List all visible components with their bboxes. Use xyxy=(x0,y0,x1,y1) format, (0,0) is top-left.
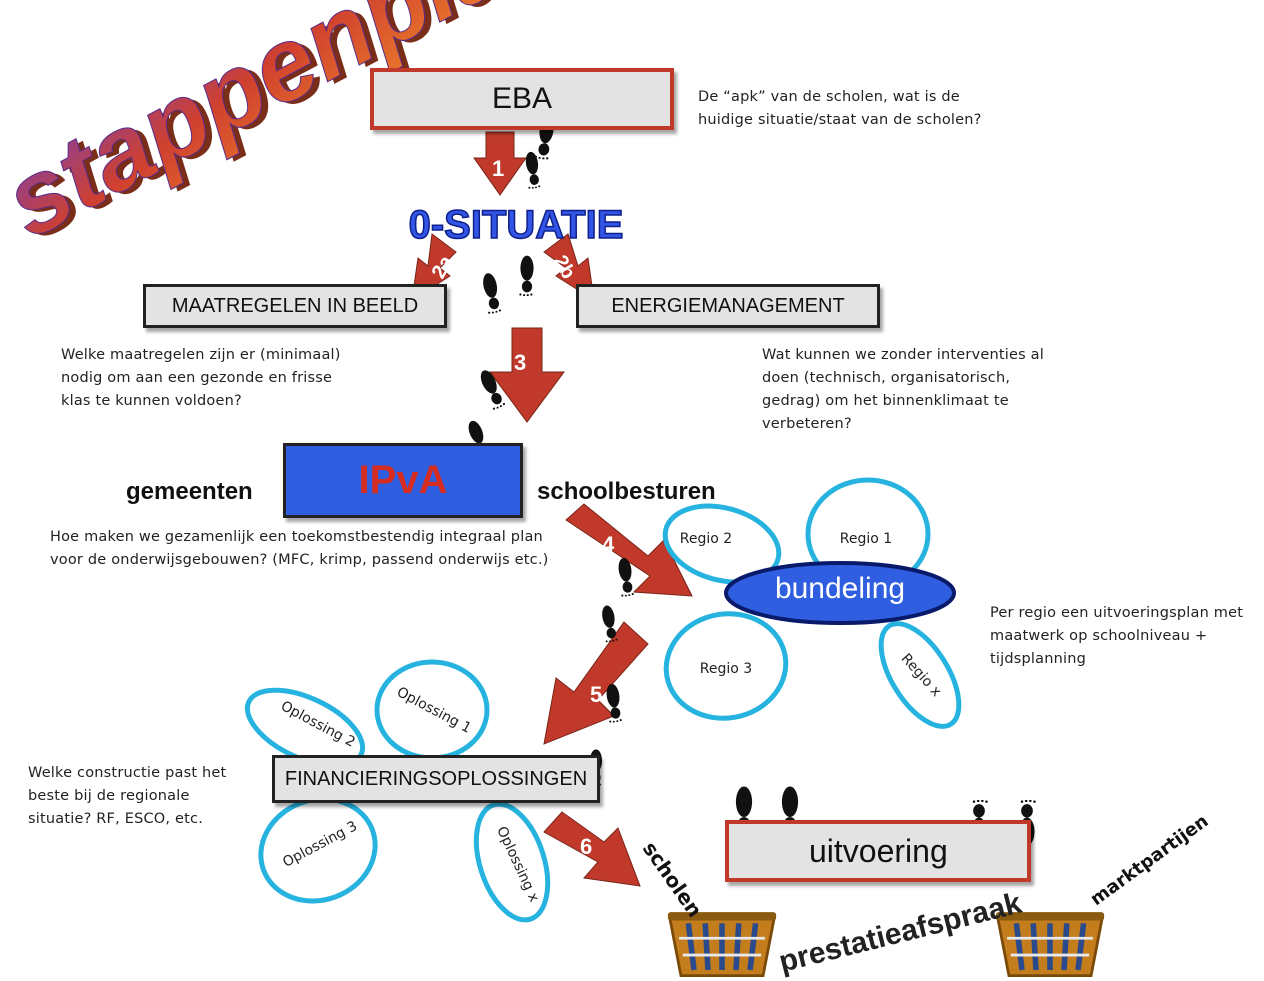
footprint-icon xyxy=(523,151,542,190)
node-energiemanagement: ENERGIEMANAGEMENT xyxy=(576,284,880,328)
region-label: Regio 2 xyxy=(680,531,732,547)
step-6: 6 xyxy=(580,834,593,859)
label-prestatieafspraak: prestatieafspraak xyxy=(776,887,1025,979)
node-0-situatie: 0-SITUATIE xyxy=(409,203,624,247)
footprint-icon xyxy=(479,271,503,315)
note-energiemanagement: Wat kunnen we zonder interventies al doe… xyxy=(762,347,1044,432)
arrow-icon xyxy=(565,503,693,597)
region-petals xyxy=(662,477,962,729)
arrow-icon xyxy=(543,811,641,887)
note-maatregelen: Welke maatregelen zijn er (minimaal) nod… xyxy=(61,347,341,409)
note-eba: De “apk” van de scholen, wat is de huidi… xyxy=(698,89,982,128)
node-financiering-label: FINANCIERINGSOPLOSSINGEN xyxy=(284,767,588,790)
note-ipva: Hoe maken we gezamenlijk een toekomstbes… xyxy=(50,529,549,568)
note-bundeling: Per regio een uitvoeringsplan met maatwe… xyxy=(990,605,1244,667)
label-schoolbesturen: schoolbesturen xyxy=(537,478,716,505)
footprint-icon xyxy=(519,255,534,296)
node-ipva-label: IPvA xyxy=(358,458,448,502)
step-3: 3 xyxy=(514,350,527,375)
region-label: Regio x xyxy=(898,651,945,700)
step-1: 1 xyxy=(492,156,505,181)
region-label: Regio 3 xyxy=(700,661,752,677)
node-maatregelen-label: MAATREGELEN IN BEELD xyxy=(171,294,419,317)
label-scholen: scholen xyxy=(638,837,707,922)
label-gemeenten: gemeenten xyxy=(126,478,253,505)
solution-label: Oplossing 3 xyxy=(280,818,360,871)
node-uitvoering: uitvoering xyxy=(725,820,1031,882)
step-5: 5 xyxy=(590,682,603,707)
arrow-icon xyxy=(473,131,527,196)
node-uitvoering-label: uitvoering xyxy=(809,832,948,869)
label-marktpartijen: marktpartijen xyxy=(1087,811,1213,910)
note-financiering: Welke constructie past het beste bij de … xyxy=(28,765,227,827)
node-eba: EBA xyxy=(370,68,674,130)
node-financieringsoplossingen: FINANCIERINGSOPLOSSINGEN xyxy=(272,755,600,803)
step-4: 4 xyxy=(602,532,615,557)
arrow-icon xyxy=(543,621,649,745)
arrow-icon xyxy=(489,327,565,423)
arrow-icon xyxy=(543,233,595,302)
node-maatregelen: MAATREGELEN IN BEELD xyxy=(143,284,447,328)
node-bundeling-label: bundeling xyxy=(774,572,906,605)
bundeling-ellipse xyxy=(724,561,956,625)
node-energie-label: ENERGIEMANAGEMENT xyxy=(611,294,845,317)
node-ipva: IPvA xyxy=(283,443,523,518)
basket-icon xyxy=(668,912,776,975)
solution-label: Oplossing 1 xyxy=(394,684,474,737)
solution-label: Oplossing 2 xyxy=(278,698,358,751)
region-label: Regio 1 xyxy=(840,531,892,547)
node-eba-label: EBA xyxy=(491,82,553,115)
